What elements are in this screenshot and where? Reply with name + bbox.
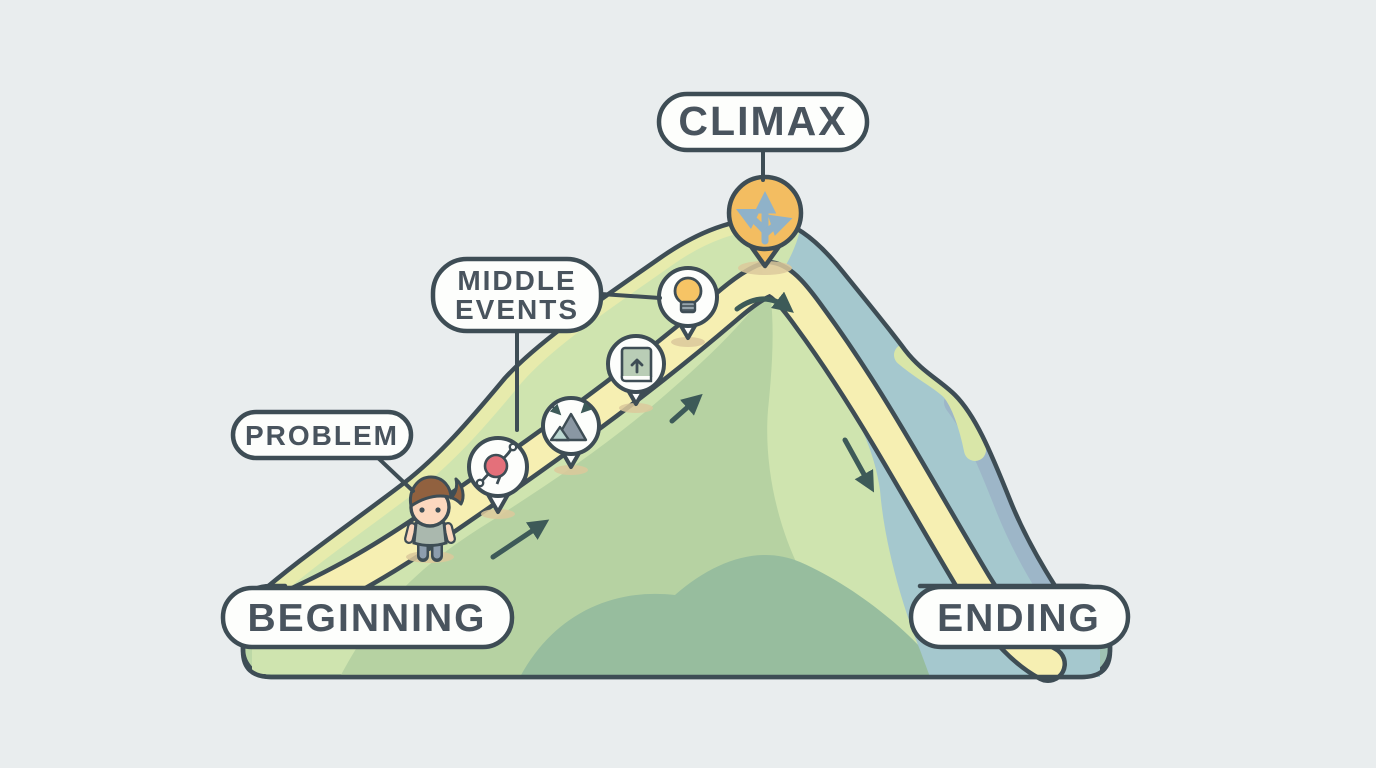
ascending-arrow-icon xyxy=(490,519,550,560)
walking-character-icon xyxy=(404,475,465,562)
beginning-label-pill xyxy=(220,585,515,650)
middle-events-label-pill xyxy=(430,256,604,334)
middle-events-right-connector xyxy=(599,292,662,300)
curved-descent-arrow-icon xyxy=(734,291,794,313)
ending-label-pill xyxy=(908,584,1131,650)
teal-green-hump xyxy=(520,554,945,677)
middle-events-label-line2: EVENTS xyxy=(455,294,579,325)
tangled-knot-pin-icon xyxy=(467,436,529,514)
label-connectors xyxy=(374,148,765,493)
problem-label: PROBLEM xyxy=(245,420,399,451)
beginning-label: BEGINNING xyxy=(247,597,486,640)
mountains-converging-arrows-pin-icon xyxy=(541,396,601,469)
lightbulb-pin-icon xyxy=(657,266,719,340)
middle-events-label-line1: MIDDLE xyxy=(457,265,576,296)
descending-arrow-icon xyxy=(842,437,875,493)
problem-label-pill xyxy=(230,409,414,461)
ascending-arrow-icon xyxy=(669,393,703,424)
problem-connector xyxy=(374,454,415,493)
ending-label: ENDING xyxy=(937,597,1101,640)
direction-arrows xyxy=(490,291,875,560)
climax-label: CLIMAX xyxy=(678,98,847,144)
climax-label-pill xyxy=(656,91,870,153)
labels: CLIMAX MIDDLE EVENTS PROBLEM BEGINNING E… xyxy=(220,91,1131,650)
book-up-arrow-pin-icon xyxy=(606,334,666,406)
